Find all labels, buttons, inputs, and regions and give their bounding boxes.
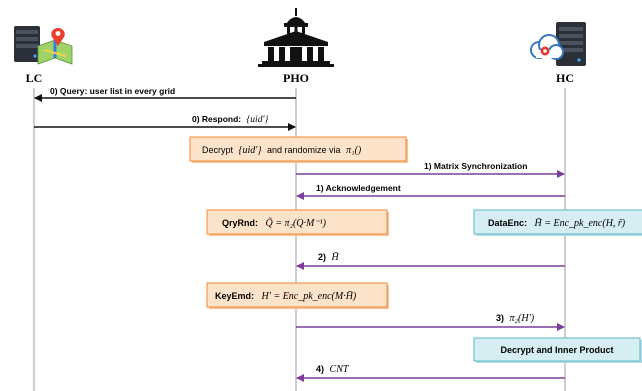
hc-cloud-server-icon bbox=[530, 22, 586, 66]
qryrnd-label: QryRnd: bbox=[222, 218, 258, 228]
pho-label: PHO bbox=[283, 71, 309, 85]
svg-text:3) π₂(H′): 3) π₂(H′) bbox=[496, 313, 535, 324]
inner-product-label: Decrypt and Inner Product bbox=[500, 345, 613, 355]
decrypt-math-uid: {uid′} bbox=[239, 145, 262, 156]
respond-math: {uid′} bbox=[247, 115, 269, 125]
pho-building-icon bbox=[258, 8, 334, 67]
decrypt-math-pi: π₁() bbox=[346, 145, 362, 156]
dataenc-math: H̄ = Enc_pk_enc(H, r̃) bbox=[534, 217, 626, 229]
svg-text:QryRnd: Q̃ = π₂(Q·M⁻¹): QryRnd: Q̃ = π₂(Q·M⁻¹) bbox=[222, 216, 327, 229]
matrix-sync-label: 1) Matrix Synchronization bbox=[424, 161, 527, 171]
hbar-label: 2) bbox=[318, 252, 326, 262]
svg-text:4) CNT: 4) CNT bbox=[316, 364, 350, 375]
hbar-math: H̄ bbox=[331, 251, 340, 263]
dataenc-label: DataEnc: bbox=[488, 218, 527, 228]
keyemd-label: KeyEmd: bbox=[215, 291, 254, 301]
pi2-math: π₂(H′) bbox=[510, 313, 535, 324]
lc-label: LC bbox=[26, 71, 43, 85]
decrypt-label: Decrypt bbox=[202, 145, 234, 155]
cnt-math: CNT bbox=[330, 364, 350, 375]
svg-text:2) H̄: 2) H̄ bbox=[318, 251, 340, 263]
qryrnd-math: Q̃ = π₂(Q·M⁻¹) bbox=[266, 216, 327, 229]
keyemd-math: H′ = Enc_pk_enc(M·H̄) bbox=[261, 290, 357, 302]
hc-label: HC bbox=[556, 71, 574, 85]
svg-text:DataEnc: H̄ = Enc_pk_enc(H: DataEnc: H̄ = Enc_pk_enc(H, r̃) bbox=[488, 217, 626, 229]
svg-text:KeyEmd: H′ = Enc_pk_enc(M·: KeyEmd: H′ = Enc_pk_enc(M·H̄) bbox=[215, 290, 357, 302]
ack-label: 1) Acknowledgement bbox=[316, 183, 401, 193]
query-label: 0) Query: user list in every grid bbox=[50, 86, 175, 96]
respond-label: 0) Respond: bbox=[192, 114, 241, 124]
pi2-label: 3) bbox=[496, 313, 504, 323]
keyemd-box bbox=[206, 282, 388, 308]
decrypt-mid-text: and randomize via bbox=[267, 145, 341, 155]
qryrnd-box bbox=[206, 209, 388, 235]
dataenc-box bbox=[473, 209, 642, 235]
decrypt-randomize-box bbox=[189, 136, 407, 162]
lc-server-map-icon bbox=[14, 26, 73, 65]
svg-text:0) Respond: {uid′}: 0) Respond: {uid′} bbox=[192, 114, 269, 125]
inner-product-box bbox=[473, 337, 641, 362]
svg-text:Decrypt {uid′} and ran: Decrypt {uid′} and randomize via π₁() bbox=[202, 145, 362, 156]
cnt-label: 4) bbox=[316, 364, 324, 374]
